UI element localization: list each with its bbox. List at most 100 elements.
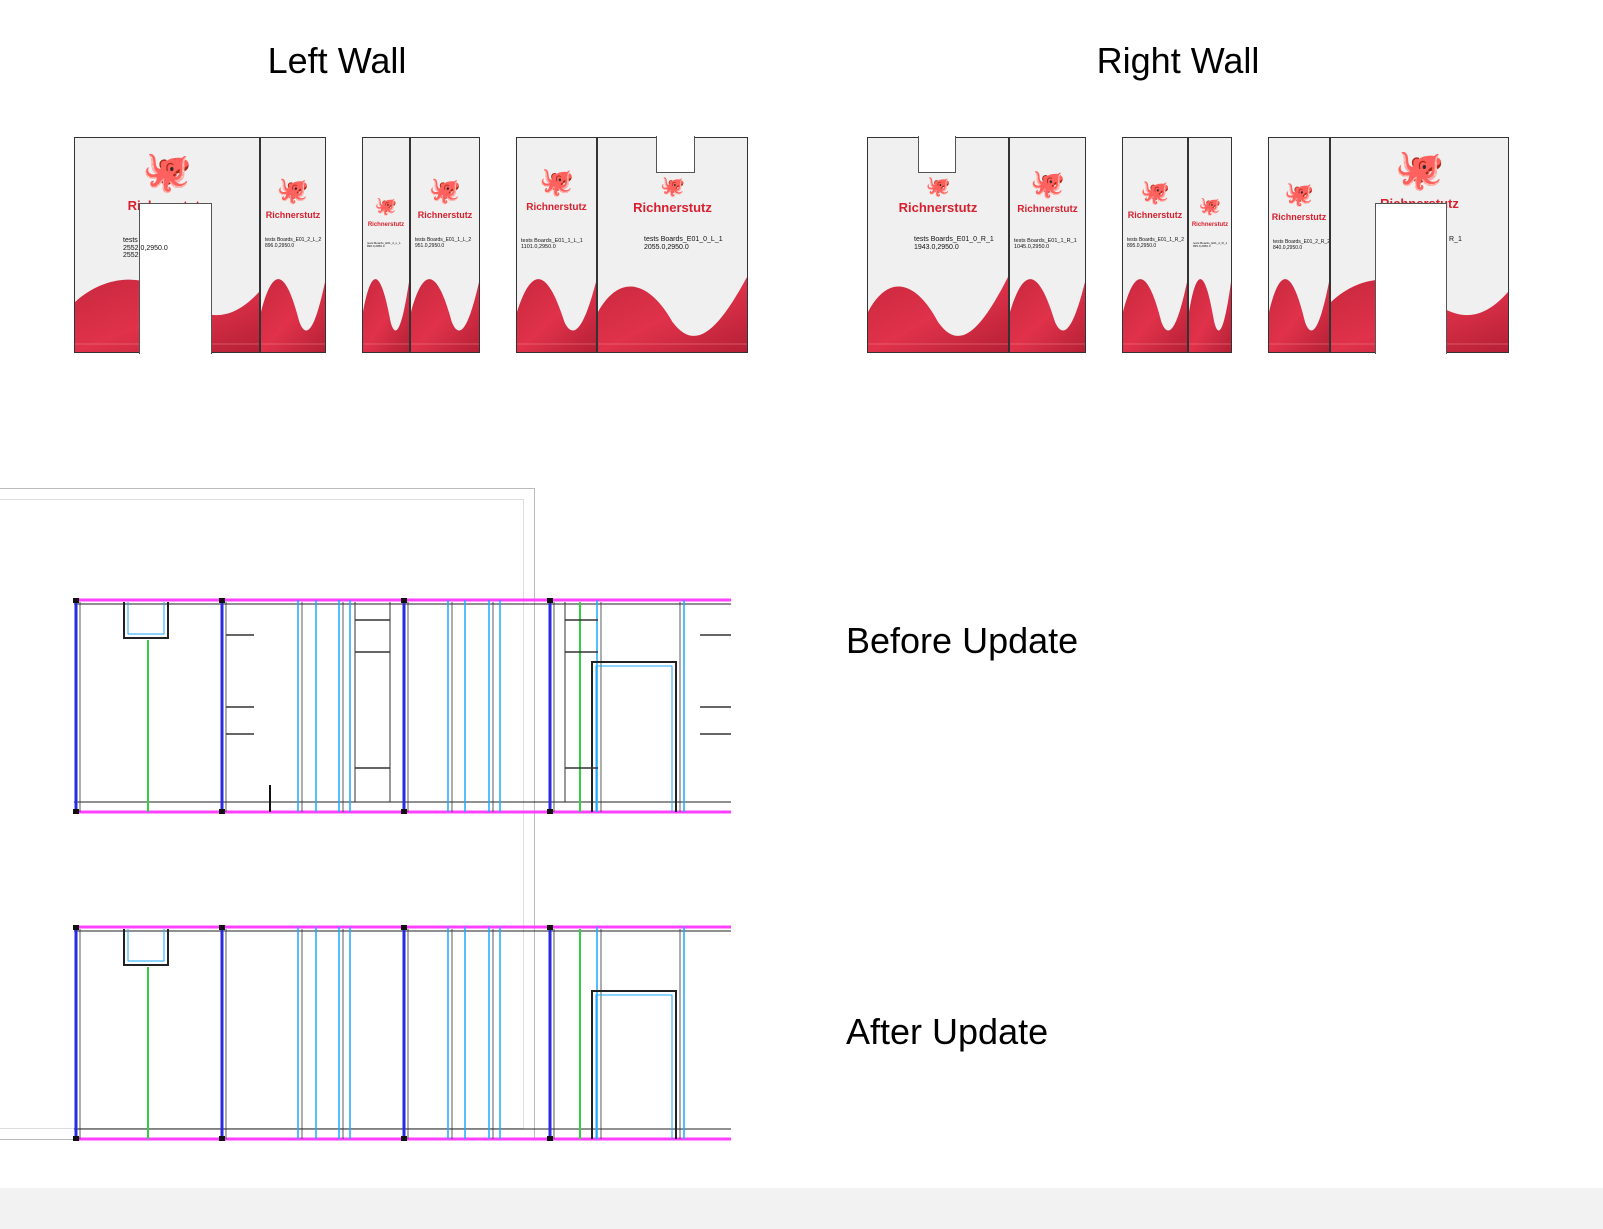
stud-cap [73,1136,79,1141]
notch-frame [123,929,169,966]
brand-name: Richnerstutz [367,222,405,228]
panel-size: 896.0,2950.0 [265,242,295,249]
stud-cap [401,809,407,814]
octopus-logo-icon: 🐙 [1198,196,1222,217]
panel-size: 895.0,2950.0 [1127,242,1157,249]
stud-cap [219,1136,225,1141]
brand-name: Richnerstutz [633,200,712,215]
panel-name: R_1 [1449,236,1462,243]
panel-name: tests Boards_E01_2_L_2 [265,237,322,243]
panel-name: tests Boards_E01_2_R_2 [1273,239,1330,245]
octopus-logo-icon: 🐙 [142,149,192,195]
brand-name: Richnerstutz [898,200,978,215]
stud-cap [547,925,553,930]
octopus-logo-icon: 🐙 [1140,178,1170,206]
door-frame-inner [595,994,673,1139]
wave-graphic [1189,279,1231,352]
stud-cap [73,925,79,930]
panel-size: 896.0,2950.0 [367,244,385,249]
wave-graphic [261,279,325,352]
panel-size: 1101.0,2950.0 [521,244,556,251]
panel-name: tests Boards_E01_0_R_1 [914,236,994,243]
stud-cap [401,598,407,603]
wave-graphic [517,279,596,352]
stud-cap [401,1136,407,1141]
panel-size: 1045.0,2950.0 [1014,244,1050,251]
panel-name: tests Boards_E01_1_R_2 [1127,237,1184,243]
cad-before-update [73,598,731,814]
panel-name: tests Boards_E01_0_L_1 [644,236,723,243]
cad-after-update [73,925,731,1141]
panel-size: 951.0,2950.0 [415,242,445,249]
stud-cap [73,809,79,814]
panel-size: 2552.0,2950.0 [123,244,168,252]
left-wall-title: Left Wall [267,40,407,81]
before-update-label: Before Update [846,620,1079,661]
wave-graphic [1010,279,1085,352]
panel-name: tests Boards_E01_2_R_1 [1193,241,1228,245]
door-frame [591,990,677,1139]
octopus-logo-icon: 🐙 [1394,147,1445,193]
octopus-logo-icon: 🐙 [276,176,310,206]
notch-frame [123,602,169,639]
stud-cap [219,809,225,814]
wave-graphic [1123,279,1187,352]
after-update-label: After Update [846,1011,1049,1052]
top-notch [918,136,956,173]
notch-frame-inner [127,602,165,635]
wave-graphic [363,279,409,352]
door-frame [591,661,677,812]
stud-cap [401,925,407,930]
wave-graphic [1269,279,1329,352]
brand-name: Richnerstutz [1191,222,1229,228]
panel-name: tests Boards_E01_1_L_2 [415,237,472,243]
stud-cap [547,598,553,603]
octopus-logo-icon: 🐙 [374,196,398,217]
door-opening [1375,203,1447,354]
panel-info: R_1 [1449,236,1462,244]
stud-cap [547,1136,553,1141]
panel-name: tests Boards_E01_1_R_1 [1014,238,1077,244]
brand-name: Richnerstutz [265,210,321,220]
brand-name: Richnerstutz [1017,204,1078,215]
octopus-logo-icon: 🐙 [925,174,951,198]
panel-name: tests Boards_E01_2_L_1 [367,241,401,245]
panel-name: tests [123,237,138,244]
stud-cap [219,598,225,603]
stud-cap [547,809,553,814]
panel-size-short: 2552 [123,252,139,260]
stud-cap [73,598,79,603]
octopus-logo-icon: 🐙 [1030,167,1065,200]
stud-cap [219,925,225,930]
bottom-status-strip [0,1188,1603,1229]
octopus-logo-icon: 🐙 [539,165,574,198]
octopus-logo-icon: 🐙 [428,176,462,206]
brand-name: Richnerstutz [526,202,587,213]
brand-name: Richnerstutz [1127,210,1183,220]
panel-size: 895.0,2950.0 [1193,244,1211,249]
wave-graphic [598,277,747,352]
panel-size: 2055.0,2950.0 [644,243,689,251]
door-opening [139,203,212,354]
notch-frame-inner [127,929,165,962]
brand-name: Richnerstutz [1271,212,1327,222]
wave-graphic [868,277,1008,352]
